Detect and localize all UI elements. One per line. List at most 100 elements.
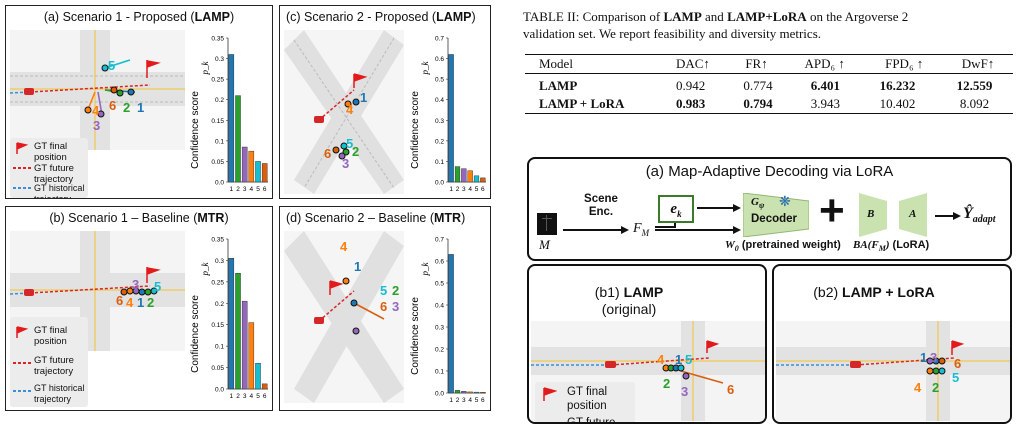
confidence-chart-b: Confidence scorep_k0.00.050.10.150.20.25…	[190, 237, 268, 400]
mode-6-label: 6	[116, 293, 124, 308]
y-tick-label: 0.3	[215, 56, 224, 63]
confidence-chart-d: Confidence scorep_k0.00.10.20.30.40.50.6…	[410, 237, 486, 404]
y-tick-label: 0.6	[435, 259, 444, 266]
mode-3-label: 3	[930, 350, 938, 365]
mode-2-label: 2	[352, 144, 360, 159]
y-axis-label: Confidence score	[410, 297, 421, 375]
y-tick-label: 0.5	[435, 77, 444, 84]
scene-enc-label: Scene Enc.	[584, 193, 618, 218]
bar	[480, 392, 486, 394]
y-tick-label: 0.05	[211, 159, 224, 166]
x-tick-label: 6	[263, 186, 267, 193]
mode-6-label: 6	[954, 356, 962, 371]
y-tick-label: 0.0	[215, 387, 224, 394]
mode-3-label: 3	[342, 156, 350, 171]
mode-4-label: 4	[92, 103, 100, 118]
lora-block	[859, 193, 927, 237]
legend-gt-final: GT final position	[34, 141, 68, 163]
y-tick-label: 0.3	[435, 118, 444, 125]
table-row: LAMP 0.942 0.774 6.401 16.232 12.559	[539, 78, 993, 93]
y-tick-label: 0.3	[215, 258, 224, 265]
bar	[255, 161, 261, 183]
b1-title: (b1) LAMP	[594, 284, 664, 300]
x-tick-label: 2	[236, 186, 240, 193]
legend: GT final position GT future trajectory G…	[10, 138, 88, 198]
x-tick-label: 1	[230, 186, 234, 193]
bar	[454, 166, 461, 183]
panel-a-title: (a) Scenario 1 - Proposed (LAMP)	[43, 10, 235, 24]
legend: GT final position GT future trajectory G…	[10, 317, 88, 407]
legend-gt-future: GT future	[567, 417, 616, 424]
ba-label: BA(FM) (LoRA)	[853, 239, 930, 254]
y-tick-label: 0.0	[435, 180, 444, 187]
x-tick-label: 5	[475, 397, 479, 404]
y-axis-label: Confidence score	[190, 91, 201, 169]
x-tick-label: 1	[449, 397, 453, 404]
bar	[261, 163, 268, 183]
y-tick-label: 0.15	[211, 118, 224, 125]
panel-d: (d) Scenario 2 – Baseline (MTR) 4 1 5 2 …	[279, 206, 491, 411]
panel-a: (a) Scenario 1 - Proposed (LAMP) 5 6 2 1…	[5, 5, 273, 199]
y-tick-label: 0.2	[215, 301, 224, 308]
mode-2-label: 2	[663, 376, 671, 391]
y-tick-label: 0.2	[435, 138, 444, 145]
lora-title: (a) Map-Adaptive Decoding via LoRA	[645, 163, 894, 180]
y-tick-label: 0.4	[435, 97, 444, 104]
confidence-chart-c: Confidence scorep_k0.00.10.20.30.40.50.6…	[410, 36, 486, 193]
y-tick-label: 0.1	[215, 138, 224, 145]
F_M-label: FM	[633, 221, 650, 238]
x-tick-label: 3	[462, 186, 466, 193]
y-tick-label: 0.5	[435, 281, 444, 288]
y-tick-label: 0.4	[435, 303, 444, 310]
map-thumbnail	[537, 213, 557, 235]
lora-diagram: (a) Map-Adaptive Decoding via LoRA M Sce…	[527, 157, 1012, 261]
comparison-table: Model DAC↑ FR↑ APD₆ ↑ FPD₆ ↑ DwF↑ LAMP 0…	[525, 54, 1013, 114]
y-axis-symbol: p_k	[420, 61, 430, 76]
x-tick-label: 2	[456, 397, 460, 404]
x-tick-label: 6	[263, 393, 267, 400]
confidence-chart-a: Confidence scorep_k0.00.050.10.150.20.25…	[190, 36, 268, 193]
b2-title: (b2) LAMP + LoRA	[813, 284, 935, 300]
b1-panel: (b1) LAMP (original) 4 1 5 2 3 6 GT fina…	[527, 264, 767, 424]
arrow-icon	[655, 226, 741, 234]
x-tick-label: 4	[250, 186, 254, 193]
x-tick-label: 5	[256, 186, 260, 193]
x-tick-label: 6	[481, 397, 485, 404]
y-tick-label: 0.25	[211, 279, 224, 286]
header-model: Model	[539, 56, 573, 71]
A-label: A	[909, 208, 917, 220]
mode-6-label: 6	[324, 146, 332, 161]
mode-1-label: 1	[137, 100, 145, 115]
x-tick-label: 6	[481, 186, 485, 193]
y-axis-symbol: p_k	[420, 262, 430, 277]
legend-gt-future: GT future trajectory	[34, 355, 74, 377]
legend-gt-historical: GT historical trajectory	[34, 383, 85, 404]
e_k-box: ek	[658, 195, 694, 223]
bar	[228, 258, 235, 390]
mode-2-label: 2	[123, 100, 131, 115]
decoder-label: Decoder	[751, 213, 798, 225]
mode-4-label: 4	[914, 380, 922, 395]
bar	[461, 391, 467, 394]
y-tick-label: 0.05	[211, 365, 224, 372]
y-tick-label: 0.1	[215, 344, 224, 351]
bar	[248, 150, 255, 183]
bar	[248, 322, 255, 390]
bar	[467, 170, 473, 183]
table-header-row: Model DAC↑ FR↑ APD₆ ↑ FPD₆ ↑ DwF↑	[525, 55, 1013, 73]
table-row: LAMP + LoRA 0.983 0.794 3.943 10.402 8.0…	[539, 96, 990, 111]
mode-2-label: 2	[147, 295, 155, 310]
scenario-map	[776, 321, 1010, 421]
bar	[448, 254, 454, 394]
y-tick-label: 0.35	[211, 36, 224, 43]
panel-c-title: (c) Scenario 2 - Proposed (LAMP)	[286, 10, 476, 24]
arrow-icon	[697, 204, 741, 212]
mode-5-label: 5	[952, 370, 960, 385]
y-tick-label: 0.2	[435, 347, 444, 354]
x-tick-label: 2	[236, 393, 240, 400]
mode-1-label: 1	[354, 259, 362, 274]
decoder-g-label: Gψ	[751, 196, 765, 211]
bar	[241, 300, 248, 390]
M-label: M	[539, 237, 550, 252]
mode-1-label: 1	[360, 90, 368, 105]
